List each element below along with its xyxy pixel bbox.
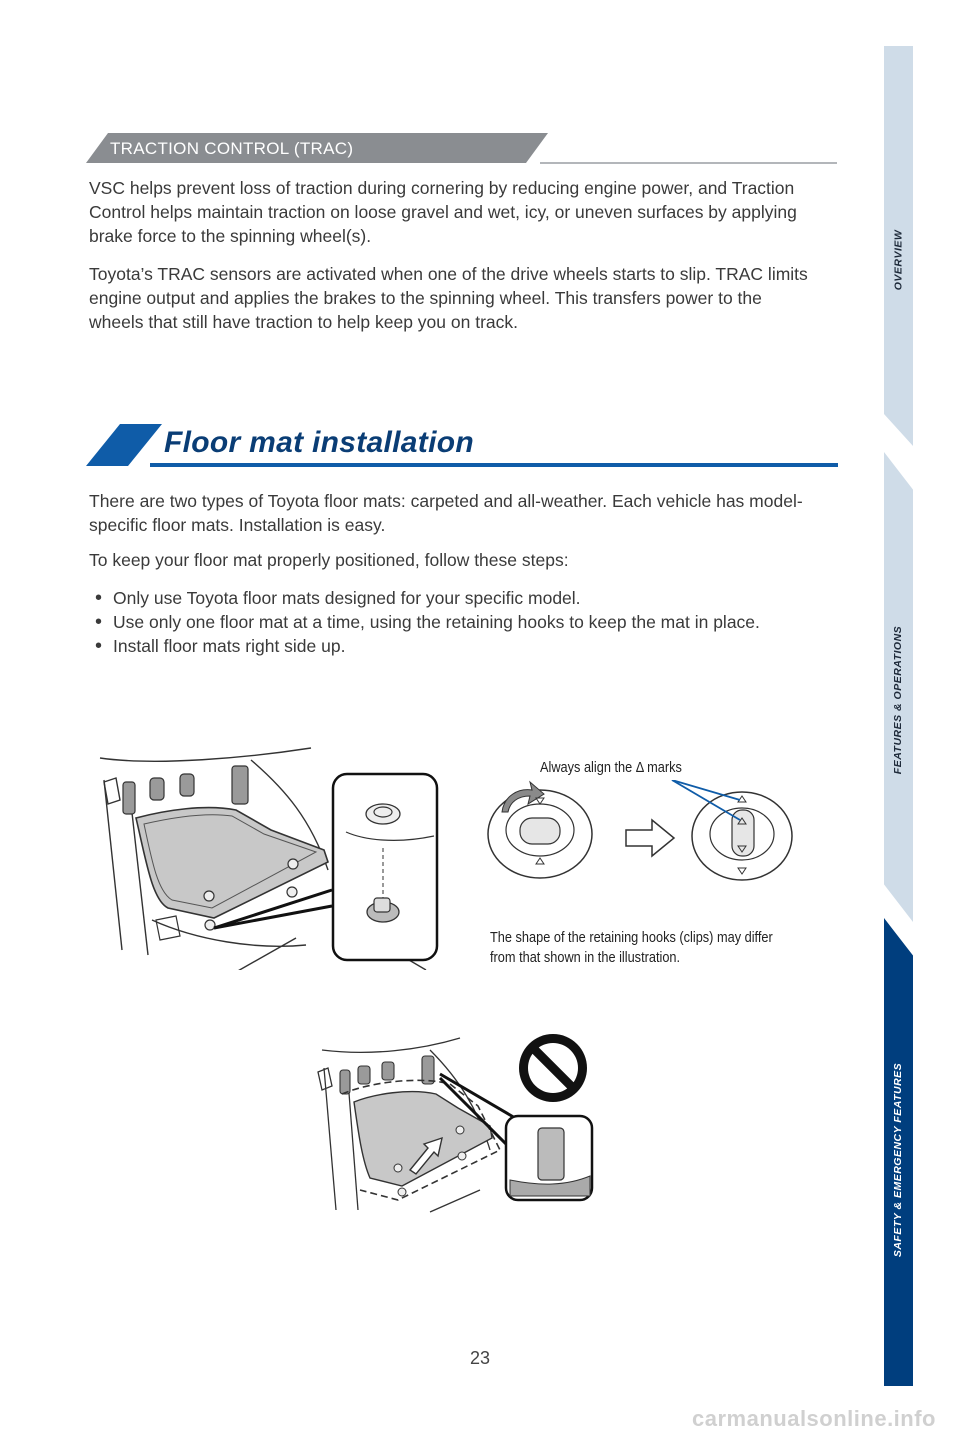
side-tab-features-bg[interactable]	[884, 452, 913, 922]
side-tab-overview-bg[interactable]	[884, 46, 913, 446]
side-tab-features[interactable]: FEATURES & OPERATIONS	[886, 560, 910, 840]
side-tab-label: FEATURES & OPERATIONS	[892, 625, 904, 775]
trac-paragraph-1: VSC helps prevent loss of traction durin…	[89, 178, 797, 246]
steps-list: Only use Toyota floor mats designed for …	[89, 586, 819, 658]
floor-mat-illustration	[99, 747, 439, 970]
floor-mat-intro: There are two types of Toyota floor mats…	[89, 491, 803, 535]
heading-divider	[150, 463, 838, 467]
side-tab-label: SAFETY & EMERGENCY FEATURES	[892, 1062, 905, 1258]
trac-paragraph-2: Toyota’s TRAC sensors are activated when…	[89, 264, 808, 332]
section-tab-label: TRACTION CONTROL (TRAC)	[110, 139, 354, 158]
side-tab-safety-bg[interactable]	[884, 918, 913, 1386]
incorrect-installation-illustration	[317, 1034, 594, 1213]
list-item: Use only one floor mat at a time, using …	[89, 610, 819, 634]
side-tab-label: OVERVIEW	[892, 229, 904, 291]
page-number: 23	[469, 1348, 491, 1368]
hook-shape-caption: The shape of the retaining hooks (clips)…	[490, 930, 773, 966]
clip-alignment-diagram	[487, 780, 793, 881]
section-divider	[540, 162, 837, 164]
align-caption: Always align the Δ marks	[540, 760, 682, 776]
side-tab-overview[interactable]: OVERVIEW	[886, 150, 910, 370]
heading-accent	[86, 424, 162, 466]
floor-mat-steps-lead: To keep your floor mat properly position…	[89, 550, 569, 570]
list-item: Only use Toyota floor mats designed for …	[89, 586, 819, 610]
watermark: carmanualsonline.info	[692, 1406, 936, 1431]
page-heading: Floor mat installation	[164, 426, 474, 459]
side-tab-safety[interactable]: SAFETY & EMERGENCY FEATURES	[886, 1010, 910, 1310]
section-tab	[86, 133, 548, 163]
list-item: Install floor mats right side up.	[89, 634, 819, 658]
